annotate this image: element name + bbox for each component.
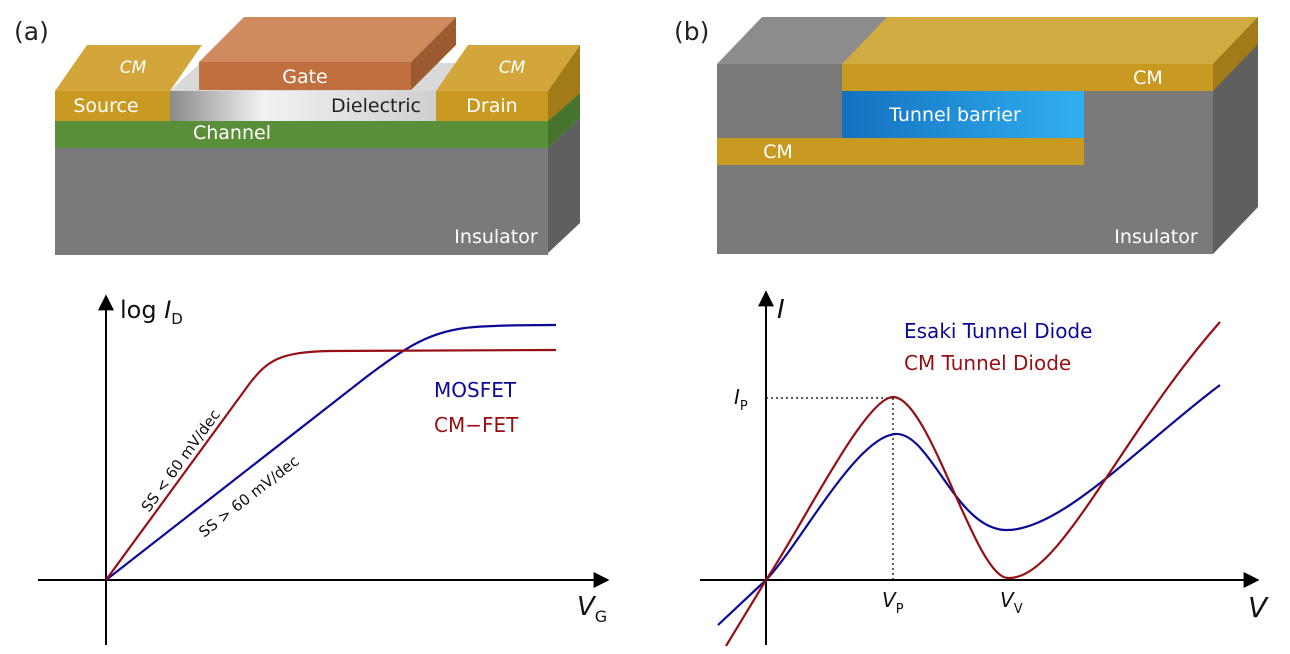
- cm-top-label: CM: [1133, 67, 1163, 89]
- cm-right-label: CM: [499, 58, 526, 78]
- iv-characteristic-plot: I V Esaki Tunnel Diode CM Tunnel Diode I…: [700, 290, 1269, 647]
- dielectric-label: Dielectric: [331, 95, 421, 117]
- peak-voltage-label: VP: [882, 588, 904, 617]
- x-axis-label-a: VG: [577, 592, 607, 626]
- insulator-side-face: [548, 118, 580, 253]
- valley-voltage-var: V: [1000, 588, 1015, 612]
- x-axis-var-a: V: [577, 592, 597, 622]
- gate-label: Gate: [282, 66, 328, 88]
- y-axis-var: I: [164, 296, 171, 324]
- gate-electrode: [199, 62, 411, 90]
- channel-layer: [55, 121, 548, 148]
- cm-bottom-layer: [717, 138, 1084, 165]
- dielectric-layer: [170, 91, 436, 121]
- transfer-characteristic-plot: log ID VG MOSFET CM−FET SS < 60 mV/dec S…: [38, 294, 610, 645]
- cmfet-curve: [105, 348, 557, 581]
- esaki-diode-curve: [717, 384, 1221, 626]
- drain-side-face: [548, 45, 580, 121]
- peak-voltage-sub: P: [896, 602, 904, 617]
- cm-bottom-label: CM: [763, 141, 793, 163]
- y-axis-label-b: I: [777, 295, 785, 325]
- source-top-face: [55, 45, 202, 91]
- legend-cmfet: CM−FET: [434, 413, 519, 437]
- x-axis-sub-a: G: [595, 607, 607, 626]
- gate-side-face: [411, 17, 456, 90]
- peak-current-var: I: [734, 385, 740, 409]
- legend-mosfet: MOSFET: [434, 378, 517, 402]
- y-axis-sub: D: [171, 310, 183, 328]
- tunnel-barrier-label: Tunnel barrier: [888, 104, 1021, 126]
- cm-tunnel-diode-device-diagram: CM Tunnel barrier CM Insulator: [717, 17, 1258, 254]
- peak-voltage-var: V: [882, 588, 897, 612]
- legend-esaki: Esaki Tunnel Diode: [904, 319, 1092, 343]
- cm-top-top-face: [842, 17, 1258, 64]
- panel-a-label: (a): [14, 17, 49, 46]
- y-axis-label-a: log ID: [120, 296, 183, 328]
- drain-label: Drain: [466, 95, 517, 117]
- channel-side-face: [548, 93, 580, 148]
- x-axis-label-b: V: [1248, 591, 1269, 624]
- drain-top-face: [436, 45, 580, 91]
- channel-label: Channel: [193, 122, 271, 144]
- insulator-label-b: Insulator: [1114, 226, 1198, 248]
- gate-top-face: [199, 17, 456, 62]
- cm-left-label: CM: [120, 58, 147, 78]
- mosfet-curve: [105, 323, 557, 581]
- cm-diode-curve: [725, 321, 1221, 647]
- cm-top-side-face: [1213, 17, 1258, 91]
- tunnel-barrier-layer: [842, 91, 1084, 138]
- legend-cm: CM Tunnel Diode: [904, 351, 1071, 375]
- valley-voltage-sub: V: [1014, 602, 1023, 617]
- peak-current-label: IP: [734, 385, 748, 414]
- source-contact: [55, 91, 170, 121]
- peak-current-sub: P: [740, 399, 748, 414]
- insulator-front-face: [55, 148, 548, 255]
- source-label: Source: [73, 95, 138, 117]
- cmfet-device-diagram: CM CM Gate Source Dielectric Drain Chann…: [55, 17, 580, 255]
- cm-top-layer: [842, 64, 1213, 91]
- insulator-label-a: Insulator: [454, 226, 538, 248]
- panel-b-label: (b): [674, 17, 709, 46]
- y-axis-prefix: log: [120, 296, 164, 324]
- valley-voltage-label: VV: [1000, 588, 1023, 617]
- drain-contact: [436, 91, 548, 121]
